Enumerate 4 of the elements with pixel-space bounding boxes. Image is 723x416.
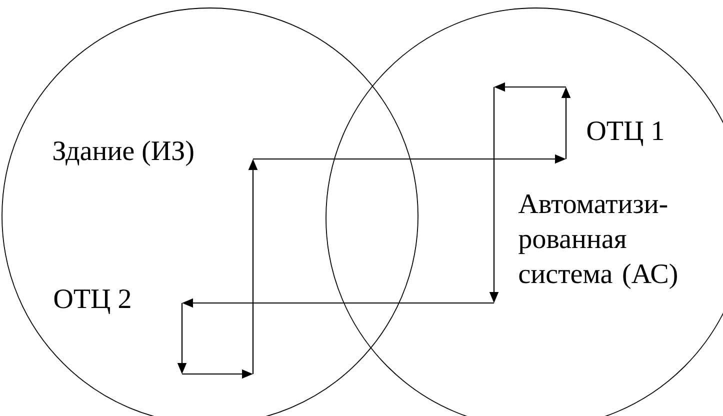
text: Здание (ИЗ) [54,140,194,166]
text: Автоматизи- рованная система (АС) [518,194,677,289]
text: ОТЦ 2 [54,289,130,314]
text: ОТЦ 1 [587,121,664,146]
